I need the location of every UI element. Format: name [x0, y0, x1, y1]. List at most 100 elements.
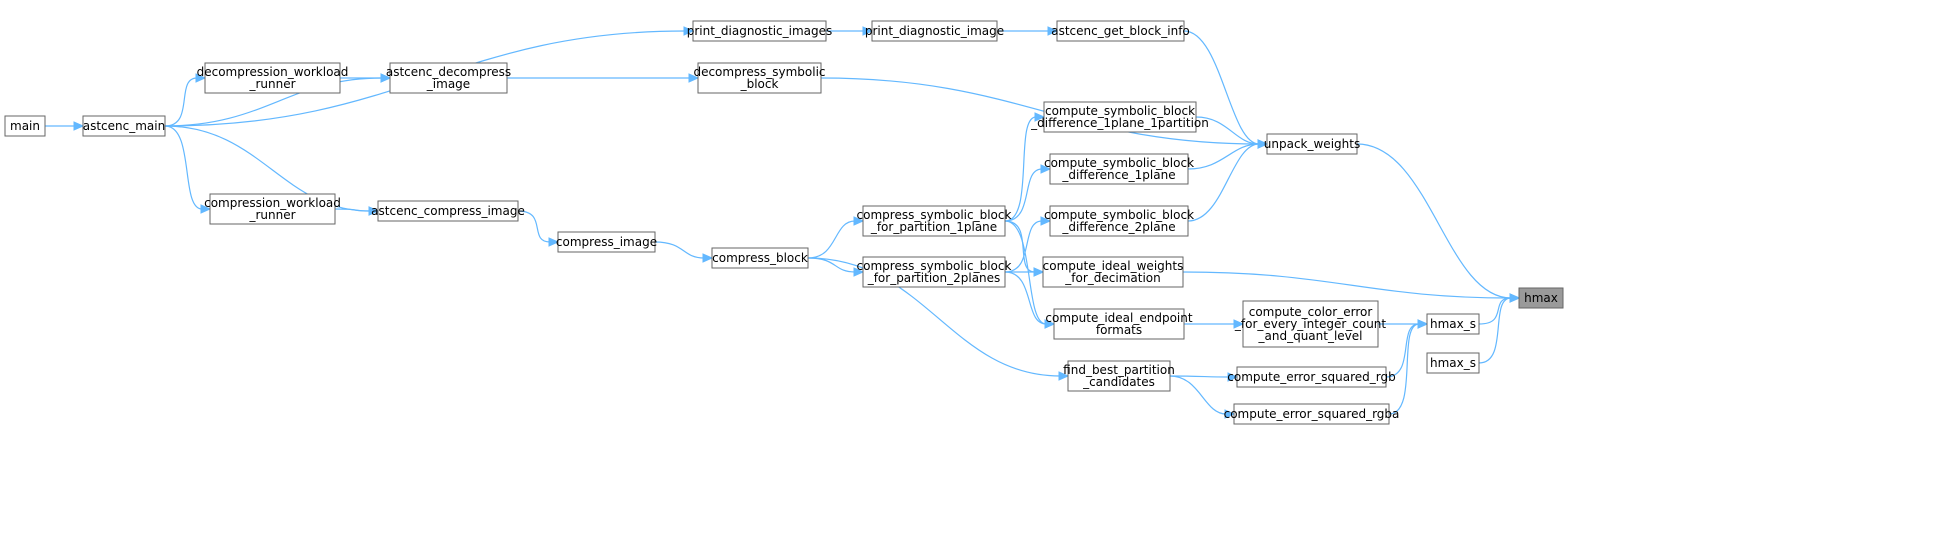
node-label: _and_quant_level [1258, 329, 1363, 343]
node-label: _runner [248, 208, 295, 222]
node-box [1233, 403, 1390, 425]
node-label: compress_image [556, 235, 657, 249]
arrowhead-compute-symbolic-block-difference-2plane [1040, 216, 1052, 226]
edge-astcenc-get-block-info-to-unpack-weights [1183, 30, 1260, 145]
node-label: _block [740, 77, 779, 91]
node-astcenc-get-block-info[interactable]: astcenc_get_block_info [1051, 20, 1190, 42]
node-label: compress_block [712, 251, 808, 265]
edge-compress-block-to-compress-symbolic-block-for-partition-1plane [807, 220, 856, 259]
edge-compress-symbolic-block-for-partition-2planes-to-compute-ideal-endpoint-formats [1004, 271, 1047, 325]
node-astcenc-compress-image[interactable]: astcenc_compress_image [371, 200, 525, 222]
node-compute-symbolic-block-difference-1plane[interactable]: compute_symbolic_block_difference_1plane [1044, 153, 1194, 185]
node-box [377, 200, 519, 222]
node-box [1053, 308, 1185, 340]
arrowhead-hmax-s-1 [1417, 319, 1429, 329]
node-hmax-s-1[interactable]: hmax_s [1426, 313, 1480, 335]
nodes-layer: main astcenc_main decompression_workload_r… [4, 20, 1564, 425]
edge-compute-symbolic-block-difference-2plane-to-unpack-weights [1187, 143, 1260, 222]
arrowhead-compress-symbolic-block-for-partition-2planes [853, 267, 865, 277]
node-compute-symbolic-block-difference-1plane-1partition[interactable]: compute_symbolic_block_difference_1plane… [1030, 101, 1209, 133]
node-compress-symbolic-block-for-partition-1plane[interactable]: compress_symbolic_block_for_partition_1p… [857, 205, 1012, 237]
edge-compress-symbolic-block-for-partition-2planes-to-compute-symbolic-block-difference-2plane [1004, 220, 1043, 273]
edge-astcenc-compress-image-to-compress-image [517, 210, 551, 243]
edge-astcenc-main-to-astcenc-decompress-image [164, 77, 383, 127]
node-compress-image[interactable]: compress_image [556, 231, 657, 253]
node-box [389, 62, 508, 94]
arrowhead-astcenc-get-block-info [1047, 26, 1059, 36]
node-label: compute_error_squared_rgba [1224, 407, 1400, 421]
edge-compress-block-to-find-best-partition-candidates [807, 257, 1061, 377]
node-compress-symbolic-block-for-partition-2planes[interactable]: compress_symbolic_block_for_partition_2p… [857, 256, 1012, 288]
arrowhead-compress-symbolic-block-for-partition-1plane [853, 216, 865, 226]
node-decompression-workload-runner[interactable]: decompression_workload_runner [197, 62, 349, 94]
node-label: _runner [248, 77, 295, 91]
node-box [1067, 360, 1171, 392]
edge-compute-symbolic-block-difference-1plane-to-unpack-weights [1187, 143, 1260, 170]
edge-compute-error-squared-rgb-to-hmax-s-1 [1385, 323, 1420, 378]
node-label: _for_partition_1plane [870, 220, 997, 234]
arrowhead-compute-error-squared-rgb [1227, 372, 1239, 382]
arrowhead-compress-image [548, 237, 560, 247]
node-compute-error-squared-rgba[interactable]: compute_error_squared_rgba [1224, 403, 1400, 425]
node-label: _difference_1plane [1061, 168, 1175, 182]
node-unpack-weights[interactable]: unpack_weights [1264, 133, 1360, 155]
arrowhead-compute-symbolic-block-difference-1plane-1partition [1034, 112, 1046, 122]
node-decompress-symbolic-block[interactable]: decompress_symbolic_block [693, 62, 826, 94]
node-box [697, 62, 822, 94]
edge-astcenc-main-to-decompression-workload-runner [164, 77, 198, 127]
edge-find-best-partition-candidates-to-compute-error-squared-rgba [1169, 375, 1227, 415]
node-label: main [10, 119, 40, 133]
node-find-best-partition-candidates[interactable]: find_best_partition_candidates [1063, 360, 1175, 392]
node-compress-block[interactable]: compress_block [711, 247, 809, 269]
edge-hmax-s-1-to-hmax [1478, 297, 1512, 325]
node-label: _difference_1plane_1partition [1030, 116, 1209, 130]
node-box [1426, 313, 1480, 335]
node-hmax-s-2[interactable]: hmax_s [1426, 352, 1480, 374]
node-label: compute_symbolic_block [1044, 208, 1194, 222]
node-print-diagnostic-images[interactable]: print_diagnostic_images [687, 20, 833, 42]
node-box [862, 256, 1006, 288]
arrowhead-decompression-workload-runner [195, 73, 207, 83]
edge-astcenc-main-to-compression-workload-runner [164, 125, 203, 210]
node-print-diagnostic-image[interactable]: print_diagnostic_image [865, 20, 1004, 42]
arrowhead-hmax [1509, 293, 1521, 303]
node-label: compression_workload [204, 196, 341, 210]
arrowhead-compute-ideal-weights-for-decimation [1033, 267, 1045, 277]
edge-compute-ideal-weights-for-decimation-to-hmax [1182, 271, 1512, 299]
edge-compression-workload-runner-to-astcenc-compress-image [334, 208, 371, 212]
node-label: compute_symbolic_block [1045, 104, 1195, 118]
node-label: _for_every_integer_count [1234, 317, 1387, 331]
node-hmax[interactable]: hmax [1518, 287, 1564, 309]
edge-compress-symbolic-block-for-partition-1plane-to-compute-symbolic-block-difference-1plane [1004, 168, 1043, 222]
node-compute-error-squared-rgb[interactable]: compute_error_squared_rgb [1227, 366, 1396, 388]
arrowhead-compute-error-squared-rgba [1224, 409, 1236, 419]
node-label: compute_error_squared_rgb [1227, 370, 1395, 384]
node-astcenc-decompress-image[interactable]: astcenc_decompress_image [386, 62, 511, 94]
edge-astcenc-main-to-astcenc-compress-image [164, 125, 371, 212]
node-astcenc-main[interactable]: astcenc_main [82, 115, 166, 137]
node-compute-symbolic-block-difference-2plane[interactable]: compute_symbolic_block_difference_2plane [1044, 205, 1194, 237]
node-label: hmax_s [1430, 356, 1476, 370]
node-compression-workload-runner[interactable]: compression_workload_runner [204, 193, 341, 225]
node-compute-ideal-weights-for-decimation[interactable]: compute_ideal_weights_for_decimation [1042, 256, 1184, 288]
arrowhead-compression-workload-runner [200, 204, 212, 214]
node-box [557, 231, 656, 253]
node-compute-color-error-for-every-integer-count-and-quant-level[interactable]: compute_color_error_for_every_integer_co… [1234, 300, 1387, 348]
node-label: astcenc_decompress [386, 65, 511, 79]
node-label: hmax [1524, 291, 1558, 305]
node-box [4, 115, 46, 137]
edge-find-best-partition-candidates-to-compute-error-squared-rgb [1169, 375, 1230, 378]
arrowhead-compute-color-error-for-every-integer-count-and-quant-level [1233, 319, 1245, 329]
arrowhead-astcenc-decompress-image [380, 73, 392, 83]
edge-compute-error-squared-rgba-to-hmax-s-1 [1388, 323, 1420, 415]
arrowhead-print-diagnostic-images [683, 26, 695, 36]
node-label: _difference_2plane [1061, 220, 1175, 234]
node-box [1042, 256, 1184, 288]
node-label: _for_partition_2planes [867, 271, 1001, 285]
node-label: compute_color_error [1249, 305, 1373, 319]
node-box [862, 205, 1006, 237]
edge-compress-symbolic-block-for-partition-1plane-to-compute-ideal-weights-for-decimation [1004, 220, 1036, 273]
node-main[interactable]: main [4, 115, 46, 137]
arrowhead-compute-ideal-endpoint-formats [1044, 319, 1056, 329]
